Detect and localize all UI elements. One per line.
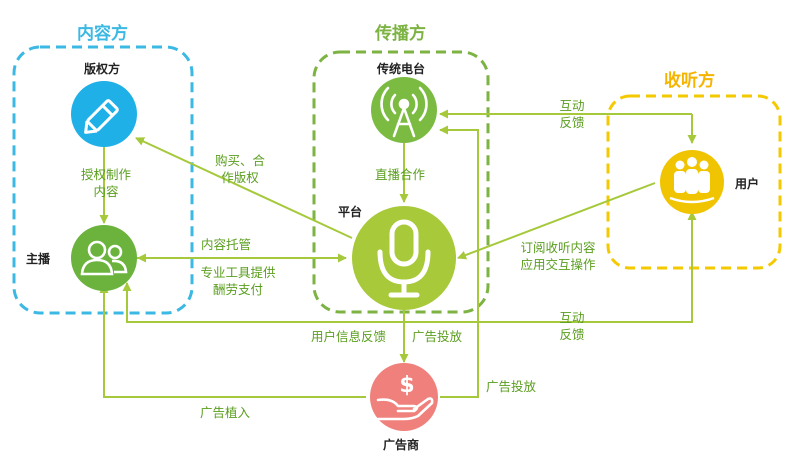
people-icon (80, 240, 128, 276)
authorize-label-line2: 内容 (93, 184, 119, 199)
microphone-icon (377, 219, 431, 298)
broadcast-group-title: 传播方 (375, 24, 426, 44)
live-coop-label: 直播合作 (375, 167, 426, 182)
traditional-radio-label: 传统电台 (377, 62, 426, 76)
listener-group-title: 收听方 (664, 71, 715, 91)
subscribe-label-line2: 应用交互操作 (520, 257, 596, 272)
rights-node (71, 81, 137, 147)
ad-delivery-label-2: 广告投放 (486, 379, 537, 394)
subscribe-label: 订阅收听内容 应用交互操作 (508, 239, 608, 273)
user-label: 用户 (735, 177, 760, 191)
edge-ad-placement (99, 284, 366, 398)
money-hand-icon: $ (376, 373, 434, 421)
subscribe-label-line1: 订阅收听内容 (520, 240, 596, 255)
interact-top-label: 互动 反馈 (552, 97, 592, 131)
authorize-label: 授权制作 内容 (66, 166, 146, 200)
rights-label: 版权方 (84, 62, 121, 76)
tools-label: 专业工具提供 酬劳支付 (188, 264, 288, 298)
users-group-icon (669, 157, 715, 204)
interact-bottom-label-line1: 互动 (559, 310, 585, 325)
host-node (71, 225, 137, 291)
interact-bottom-label-line2: 反馈 (559, 327, 585, 342)
edge-subscribe (457, 182, 656, 260)
host-label: 主播 (26, 252, 51, 266)
interact-top-label-line2: 反馈 (559, 115, 585, 130)
listener-group-box (606, 94, 782, 270)
edge-ad-delivery (439, 125, 479, 398)
buy-rights-label: 购买、合 作版权 (206, 152, 274, 186)
edge-buy-rights (135, 137, 353, 239)
user-feedback-label: 用户信息反馈 (311, 329, 387, 344)
content-hosting-label: 内容托管 (201, 237, 252, 252)
platform-label: 平台 (338, 205, 363, 219)
tools-label-line1: 专业工具提供 (200, 265, 276, 280)
buy-rights-label-line1: 购买、合 (214, 153, 265, 168)
interact-top-label-line1: 互动 (559, 98, 585, 113)
broadcast-group-box (312, 50, 490, 314)
buy-rights-label-line2: 作版权 (221, 170, 259, 185)
tools-label-line2: 酬劳支付 (212, 282, 263, 297)
ad-delivery-label-1: 广告投放 (412, 329, 463, 344)
ad-placement-label: 广告植入 (200, 405, 251, 420)
interact-bottom-label: 互动 反馈 (552, 309, 592, 343)
pencil-icon (84, 99, 119, 134)
radio-tower-icon (380, 86, 428, 138)
content-group-title: 内容方 (77, 24, 128, 44)
authorize-label-line1: 授权制作 (80, 167, 131, 182)
svg-text:$: $ (399, 373, 414, 398)
platform-node (352, 206, 456, 310)
advertiser-label: 广告商 (383, 438, 420, 452)
